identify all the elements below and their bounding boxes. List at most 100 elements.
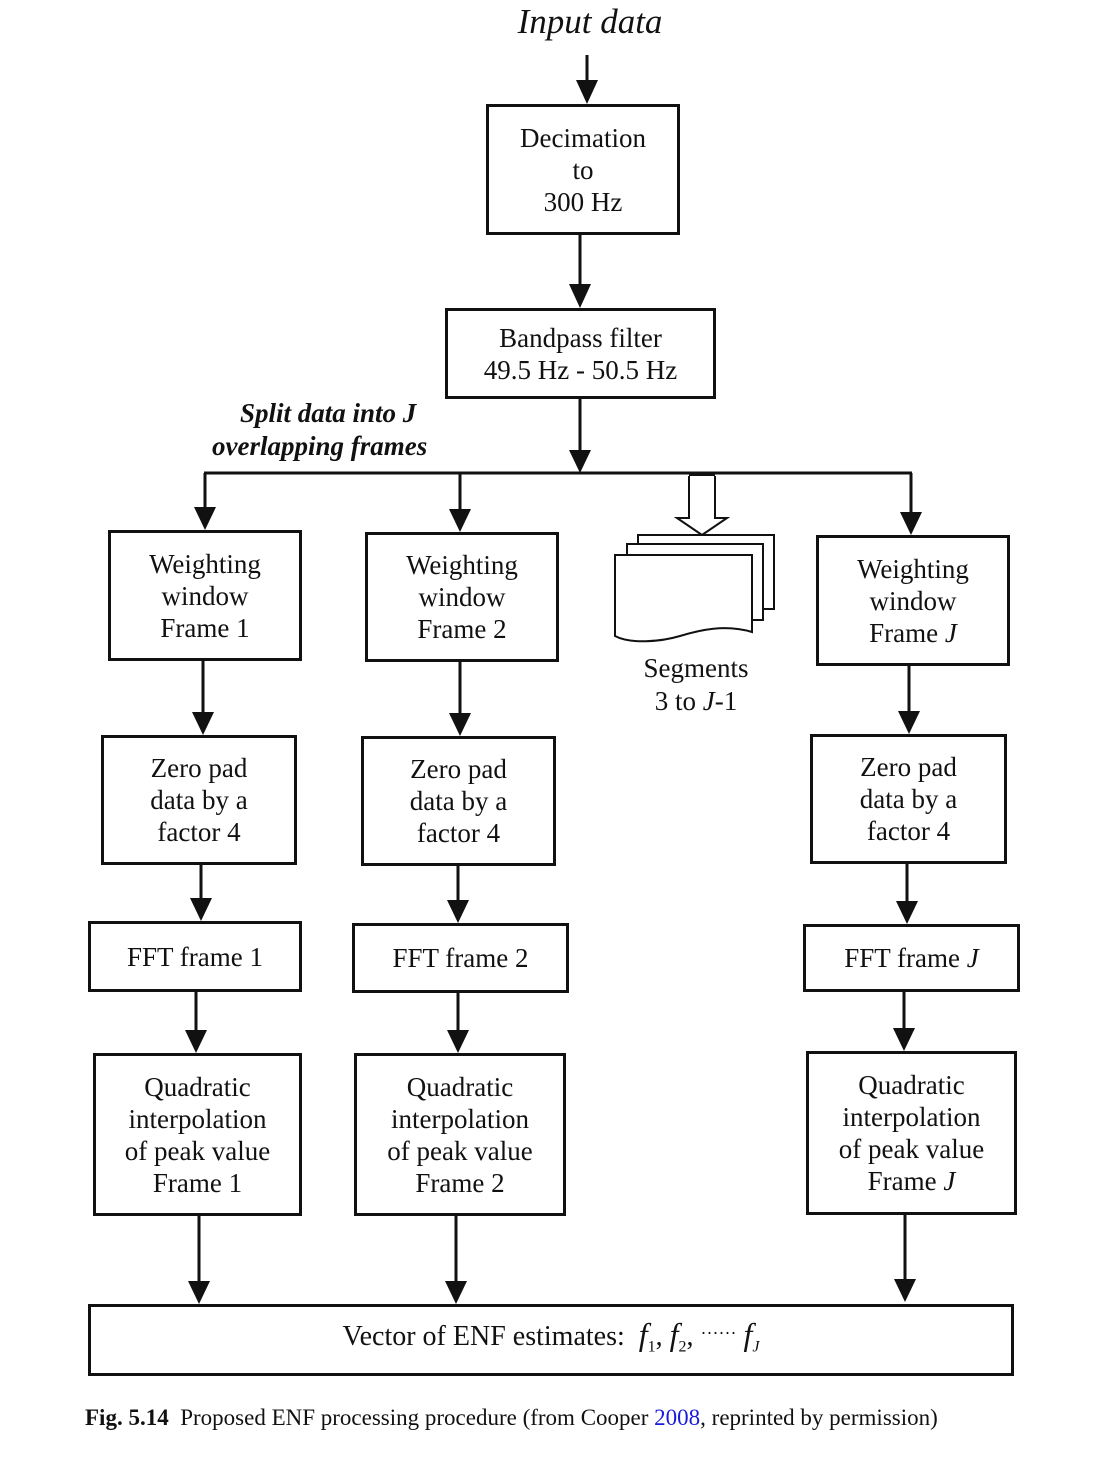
text-line: FFT frame 2 xyxy=(392,943,529,973)
quadratic-interpolation-frame-1: Quadratic interpolation of peak value Fr… xyxy=(93,1053,302,1216)
split-frames-label: Split data into J overlapping frames xyxy=(212,397,427,463)
arrowhead xyxy=(185,1030,207,1053)
ellipsis: ······ xyxy=(700,1322,737,1343)
text-line: Weighting xyxy=(857,553,969,584)
weighting-window-frame-1: Weighting window Frame 1 xyxy=(108,530,302,661)
segments-label: Segments 3 to J-1 xyxy=(620,652,772,718)
fft-frame-2: FFT frame 2 xyxy=(352,923,569,993)
frame-prefix: Frame xyxy=(867,1166,944,1196)
zero-pad-frame-1: Zero pad data by a factor 4 xyxy=(101,735,297,865)
text-line: Frame 1 xyxy=(160,612,250,643)
split-label-line-1: Split data into J xyxy=(240,398,417,428)
fft-frame-1: FFT frame 1 xyxy=(88,921,302,992)
text-line: of peak value xyxy=(838,1134,985,1164)
figure-number: Fig. 5.14 xyxy=(85,1405,169,1430)
quadratic-interpolation-frame-2: Quadratic interpolation of peak value Fr… xyxy=(354,1053,566,1216)
output-prefix: Vector of ENF estimates: xyxy=(342,1320,625,1352)
text-line: interpolation xyxy=(842,1102,981,1132)
text-line: window xyxy=(418,582,506,612)
bandpass-line-2: 49.5 Hz - 50.5 Hz xyxy=(483,354,678,385)
segments-label-prefix: 3 to xyxy=(654,686,703,716)
enf-estimates-vector-box: Vector of ENF estimates: f1, f2, ······ … xyxy=(88,1304,1014,1376)
arrowhead xyxy=(447,1030,469,1053)
weighting-window-frame-j: Weighting window Frame J xyxy=(816,535,1010,666)
text-line: Frame J xyxy=(839,1165,984,1197)
f-symbol: f xyxy=(638,1315,648,1352)
text-line: Quadratic xyxy=(406,1071,514,1102)
input-data-label: Input data xyxy=(517,2,663,41)
arrowhead xyxy=(190,898,212,921)
arrowhead xyxy=(569,450,591,473)
text-line: interpolation xyxy=(391,1103,529,1134)
arrowhead xyxy=(449,509,471,532)
bandpass-line-1: Bandpass filter xyxy=(499,322,662,353)
arrowhead xyxy=(896,901,918,924)
fft-j: J xyxy=(966,943,979,973)
frame-j: J xyxy=(944,617,957,648)
text-line: data by a xyxy=(409,786,508,816)
arrowhead xyxy=(192,712,214,735)
arrowhead xyxy=(447,900,469,923)
arrowhead xyxy=(894,1279,916,1302)
frame-prefix: Frame xyxy=(869,617,945,648)
output-text: Vector of ENF estimates: f1, f2, ······ … xyxy=(342,1315,760,1356)
bandpass-filter-box: Bandpass filter 49.5 Hz - 50.5 Hz xyxy=(445,308,716,399)
text-line: Zero pad xyxy=(410,754,507,784)
arrowhead xyxy=(898,711,920,734)
arrowhead xyxy=(445,1281,467,1304)
zero-pad-frame-j: Zero pad data by a factor 4 xyxy=(810,734,1007,864)
text-line: data by a xyxy=(150,785,248,815)
arrowhead xyxy=(900,512,922,535)
text-line: Quadratic xyxy=(144,1071,251,1102)
text-line: window xyxy=(161,580,249,611)
arrowhead xyxy=(449,713,471,736)
text-line: window xyxy=(869,585,957,616)
f-symbol: f xyxy=(743,1315,753,1352)
quadratic-interpolation-frame-j: Quadratic interpolation of peak value Fr… xyxy=(806,1051,1017,1215)
citation-link[interactable]: 2008 xyxy=(654,1405,701,1430)
arrowhead xyxy=(188,1281,210,1304)
arrowhead xyxy=(569,284,591,308)
zero-pad-frame-2: Zero pad data by a factor 4 xyxy=(361,736,556,866)
segments-label-line-1: Segments xyxy=(643,653,749,683)
caption-text-end: , reprinted by permission) xyxy=(700,1405,938,1430)
text-line: Weighting xyxy=(149,548,261,579)
text-line: of peak value xyxy=(387,1135,533,1166)
text-line: Frame 1 xyxy=(152,1167,243,1198)
frame-j: J xyxy=(943,1166,956,1196)
decimation-line-2: to xyxy=(572,154,594,185)
text-line: factor 4 xyxy=(866,816,951,846)
text-line: Frame 2 xyxy=(417,614,507,644)
text-line: Zero pad xyxy=(150,753,248,783)
arrowhead xyxy=(893,1028,915,1051)
figure-caption: Fig. 5.14 Proposed ENF processing proced… xyxy=(85,1405,938,1431)
text-line: factor 4 xyxy=(416,818,501,848)
text-line: data by a xyxy=(859,784,958,814)
decimation-box: Decimation to 300 Hz xyxy=(486,104,680,235)
text-line: Frame 2 xyxy=(415,1167,505,1198)
arrowhead xyxy=(576,80,598,104)
fft-prefix: FFT frame xyxy=(844,943,967,973)
text-line: factor 4 xyxy=(157,817,241,847)
f-symbol: f xyxy=(669,1315,679,1352)
text-line: interpolation xyxy=(128,1103,267,1134)
decimation-line-3: 300 Hz xyxy=(543,186,623,217)
text-line: of peak value xyxy=(124,1135,271,1166)
sub-2: 2 xyxy=(678,1338,687,1356)
split-label-line-2: overlapping frames xyxy=(212,431,428,461)
weighting-window-frame-2: Weighting window Frame 2 xyxy=(365,532,559,662)
text-line: Zero pad xyxy=(860,752,957,782)
text-line: Frame J xyxy=(857,617,969,649)
arrowhead xyxy=(194,507,216,530)
sub-j: J xyxy=(752,1338,760,1356)
text-line: FFT frame 1 xyxy=(127,941,263,972)
fft-frame-j: FFT frame J xyxy=(803,924,1020,992)
caption-text: Proposed ENF processing procedure (from … xyxy=(180,1405,655,1430)
decimation-line-1: Decimation xyxy=(520,122,646,153)
segments-label-j: J xyxy=(702,686,715,716)
segments-icon xyxy=(614,473,775,643)
text-line: FFT frame J xyxy=(844,942,978,974)
sub-1: 1 xyxy=(647,1338,656,1356)
text-line: Weighting xyxy=(406,550,518,580)
